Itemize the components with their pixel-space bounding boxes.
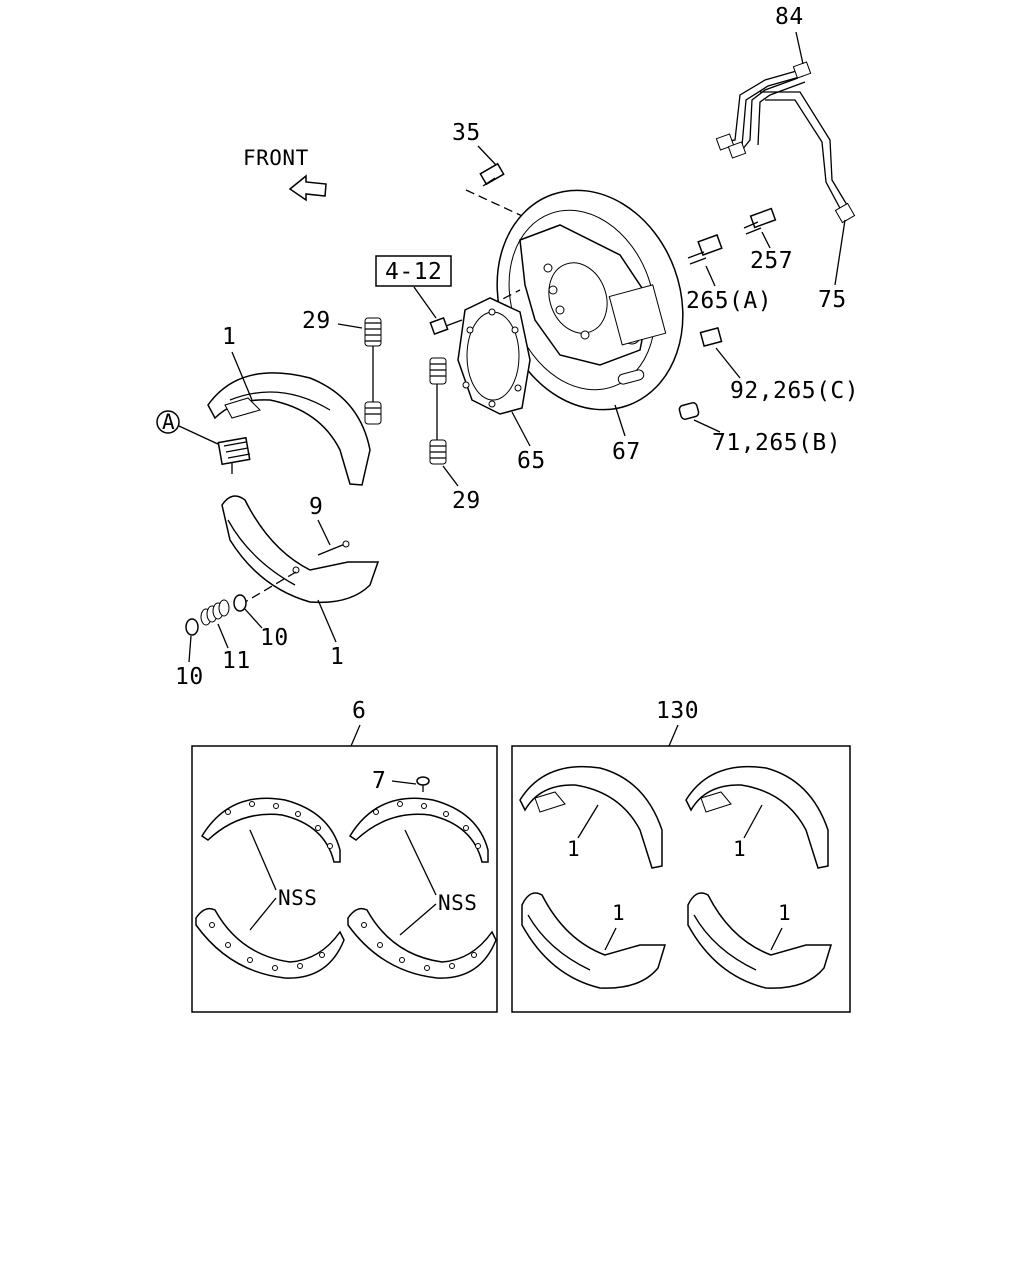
label-67: 67	[612, 439, 641, 465]
washer-10-right	[233, 594, 247, 612]
kit-shoe-lower-right	[687, 892, 833, 989]
kit-shoe-upper-right	[685, 765, 829, 869]
label-1-top: 1	[222, 324, 236, 350]
label-6: 6	[352, 698, 366, 724]
label-11: 11	[222, 648, 251, 674]
cap-71	[678, 402, 700, 420]
label-1-lower: 1	[330, 644, 344, 670]
lining-lower-left	[195, 907, 345, 979]
label-kit-1-d: 1	[778, 901, 791, 925]
brake-shoe-upper	[207, 372, 371, 486]
bleeder-265a	[687, 234, 723, 265]
label-4-12: 4-12	[385, 259, 442, 285]
kit-shoe-lower-left	[521, 892, 667, 989]
backing-plate	[496, 189, 684, 411]
label-a: A	[162, 410, 175, 434]
label-nss-left: NSS	[278, 886, 317, 910]
callout-a-circle	[156, 410, 180, 434]
adjuster-assembly	[217, 436, 251, 474]
lining-upper-left	[200, 797, 341, 863]
front-arrow-icon	[288, 174, 327, 202]
cap-92	[699, 326, 723, 348]
label-7: 7	[372, 768, 386, 794]
lining-lower-right	[347, 907, 497, 979]
ref-box-4-12	[375, 255, 452, 287]
label-29-bottom: 29	[452, 488, 481, 514]
kit-shoe-upper-left	[519, 765, 663, 869]
front-label: FRONT	[243, 146, 309, 170]
label-75: 75	[818, 287, 847, 313]
label-92-265c: 92,265(C)	[730, 378, 859, 404]
brake-shoe-lower	[221, 495, 380, 604]
lining-upper-right	[348, 797, 489, 863]
label-10-left: 10	[175, 664, 204, 690]
label-65: 65	[517, 448, 546, 474]
bleeder-257	[743, 207, 777, 235]
label-257: 257	[750, 248, 793, 274]
label-10-right: 10	[260, 625, 289, 651]
spring-11	[200, 599, 230, 626]
label-9: 9	[309, 494, 323, 520]
label-kit-1-b: 1	[733, 837, 746, 861]
pin-9	[317, 540, 350, 556]
label-35: 35	[452, 120, 481, 146]
brake-pipe	[715, 61, 856, 224]
rivet-7	[416, 776, 430, 792]
label-71-265b: 71,265(B)	[712, 430, 841, 456]
bolt-35	[479, 162, 505, 187]
label-kit-1-c: 1	[612, 901, 625, 925]
spring-29-top	[364, 317, 382, 425]
spring-29-bottom	[429, 357, 447, 465]
label-265a: 265(A)	[686, 288, 772, 314]
bolt-4-12	[429, 317, 463, 335]
label-kit-1-a: 1	[567, 837, 580, 861]
label-29-top: 29	[302, 308, 331, 334]
washer-10-left	[185, 618, 199, 636]
label-130: 130	[656, 698, 699, 724]
label-nss-right: NSS	[438, 891, 477, 915]
label-84: 84	[775, 4, 804, 30]
gasket-65	[457, 297, 531, 415]
